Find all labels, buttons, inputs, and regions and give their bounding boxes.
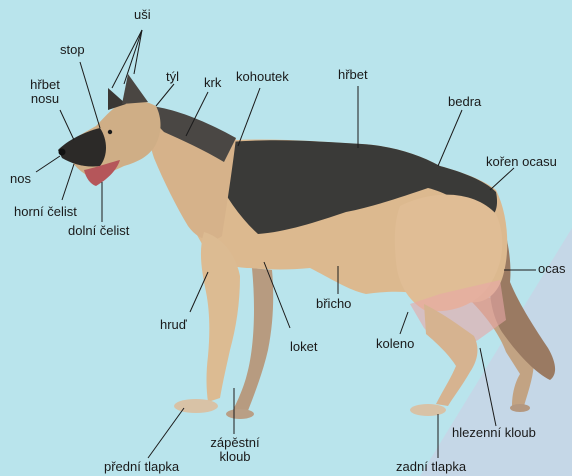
label-hrud: hruď bbox=[160, 318, 187, 332]
label-horni-celist: horní čelist bbox=[14, 205, 77, 219]
leader-tyl bbox=[156, 84, 174, 106]
label-koleno: koleno bbox=[376, 337, 414, 351]
label-stop: stop bbox=[60, 43, 85, 57]
label-hrbet-nosu: hřbet nosu bbox=[22, 78, 68, 106]
front-paw-far bbox=[226, 409, 254, 419]
leader-usi-2 bbox=[134, 30, 142, 74]
label-koren-ocasu: kořen ocasu bbox=[486, 155, 557, 169]
leader-kohoutek bbox=[238, 88, 260, 146]
leader-bedra bbox=[438, 110, 462, 166]
label-ocas: ocas bbox=[538, 262, 565, 276]
eye bbox=[108, 130, 112, 134]
label-nos: nos bbox=[10, 172, 31, 186]
label-hrbet-nosu-line1: hřbet bbox=[22, 78, 68, 92]
label-hrbet: hřbet bbox=[338, 68, 368, 82]
label-zadni-tlapka: zadní tlapka bbox=[396, 460, 466, 474]
leader-horni-celist bbox=[62, 164, 74, 200]
label-hrbet-nosu-line2: nosu bbox=[22, 92, 68, 106]
label-predni-tlapka: přední tlapka bbox=[104, 460, 179, 474]
label-bedra: bedra bbox=[448, 95, 481, 109]
label-zapestni-kloub-line1: zápěstní bbox=[200, 436, 270, 450]
leader-usi-1 bbox=[124, 30, 142, 84]
front-paw-near bbox=[174, 399, 218, 413]
label-kohoutek: kohoutek bbox=[236, 70, 289, 84]
leader-predni-tlapka bbox=[148, 408, 184, 458]
leader-hrud bbox=[190, 272, 208, 312]
label-bricho: břicho bbox=[316, 297, 351, 311]
label-tyl: týl bbox=[166, 70, 179, 84]
hind-paw-near bbox=[410, 404, 446, 416]
muzzle bbox=[58, 128, 106, 167]
leader-koren-ocasu bbox=[490, 168, 514, 190]
label-zapestni-kloub-line2: kloub bbox=[200, 450, 270, 464]
label-usi: uši bbox=[134, 8, 151, 22]
leader-koleno bbox=[400, 312, 408, 334]
label-hlezenni-kloub: hlezenní kloub bbox=[452, 426, 536, 440]
label-zapestni-kloub: zápěstní kloub bbox=[200, 436, 270, 464]
leader-nos bbox=[36, 156, 60, 172]
label-dolni-celist: dolní čelist bbox=[68, 224, 129, 238]
nose-tip bbox=[59, 149, 66, 156]
leader-hrbet-nosu bbox=[60, 110, 74, 140]
label-loket: loket bbox=[290, 340, 317, 354]
leader-stop bbox=[80, 62, 100, 128]
label-krk: krk bbox=[204, 76, 221, 90]
hind-paw-far bbox=[510, 404, 530, 412]
